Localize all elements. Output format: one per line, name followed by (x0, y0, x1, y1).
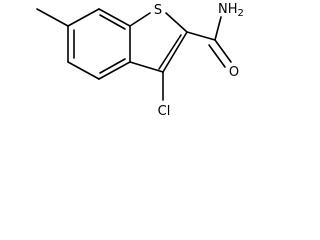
structure-diagram: S NH2 O Cl (36, 2, 244, 119)
sulfur-label: S (154, 3, 162, 18)
amide-n-bond (214, 16, 222, 41)
thiophene-double-bond-c2-c3 (158, 34, 182, 70)
chlorine-label: Cl (158, 104, 171, 119)
carbonyl-oxygen-label: O (229, 65, 239, 80)
ring-bond-bottom-left (67, 61, 100, 80)
ring-double-bond-top-right (99, 14, 126, 30)
amide-nitrogen-label: NH2 (218, 2, 244, 19)
ring-bond-bottom-right (98, 61, 131, 80)
methyl-bond (36, 8, 69, 27)
carbonyl-bond-1 (214, 39, 232, 63)
carbonyl-bond-2 (208, 44, 226, 68)
ring-bond-top-right (98, 8, 131, 27)
thiophene-bond-c7a-s (129, 12, 151, 27)
amide-nitrogen-subscript: 2 (238, 8, 244, 19)
ring-bond-top-left (67, 8, 100, 27)
ring-double-bond-bottom-right (99, 58, 126, 74)
thiophene-bond-c2-c3 (162, 31, 188, 73)
thiophene-bond-s-c2 (165, 12, 188, 33)
thiophene-bond-c3-c3a (129, 61, 164, 73)
amide-c-bond (186, 31, 216, 41)
amide-nitrogen-symbol: NH (218, 2, 238, 17)
